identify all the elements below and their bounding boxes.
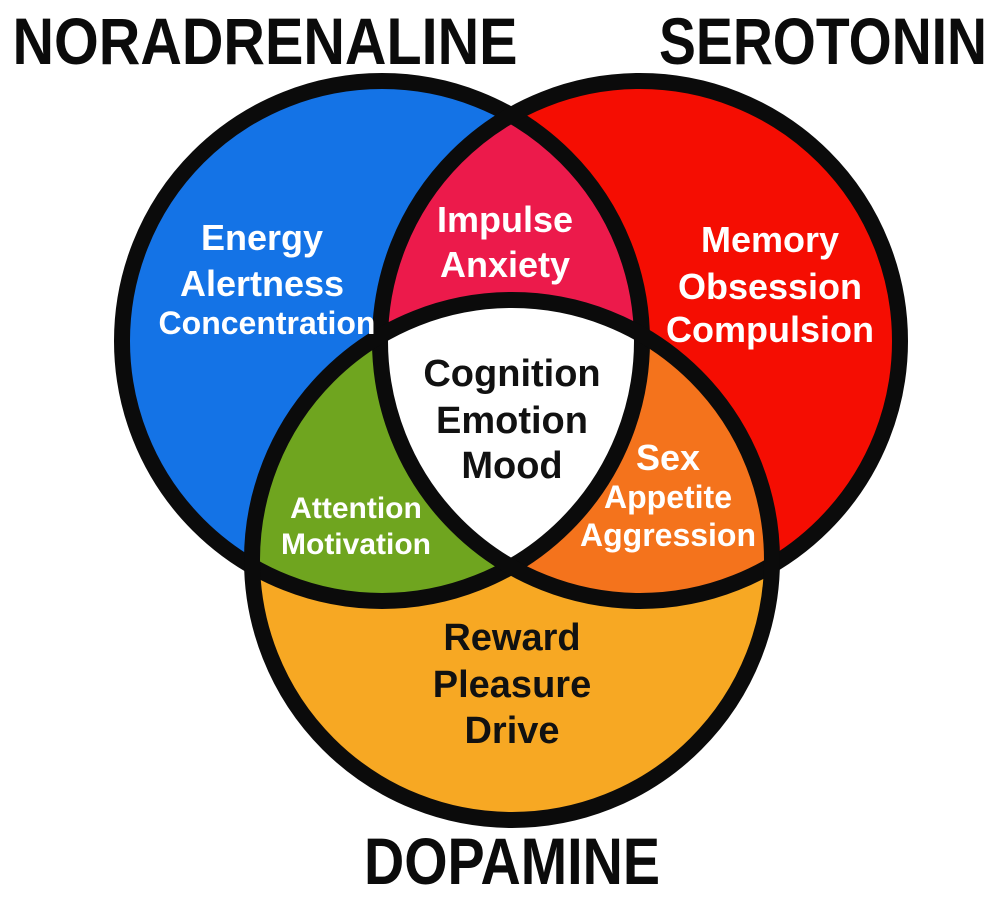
noradrenaline-label-line3: Concentration xyxy=(159,305,376,341)
serotonin-label-line1: Memory xyxy=(701,219,839,260)
dopamine-label-line2: Pleasure xyxy=(433,664,591,706)
noradrenaline-serotonin-label-line2: Anxiety xyxy=(440,244,570,285)
noradrenaline-dopamine-label-line1: Attention xyxy=(290,492,422,525)
noradrenaline-title: NORADRENALINE xyxy=(13,4,518,78)
center-label-line1: Cognition xyxy=(423,353,600,395)
serotonin-label-line2: Obsession xyxy=(678,266,862,307)
center-label-line3: Mood xyxy=(461,445,562,487)
dopamine-title: DOPAMINE xyxy=(364,824,660,898)
center-label-line2: Emotion xyxy=(436,400,588,442)
serotonin-dopamine-label-line2: Appetite xyxy=(604,479,732,515)
dopamine-label-line3: Drive xyxy=(464,710,559,752)
serotonin-label-line3: Compulsion xyxy=(666,309,874,350)
noradrenaline-label-line1: Energy xyxy=(201,217,323,258)
serotonin-dopamine-label-line3: Aggression xyxy=(580,517,756,553)
serotonin-title: SEROTONIN xyxy=(659,4,987,78)
serotonin-dopamine-label-line1: Sex xyxy=(636,437,700,478)
noradrenaline-label-line2: Alertness xyxy=(180,263,344,304)
noradrenaline-dopamine-label-line2: Motivation xyxy=(281,528,431,561)
dopamine-circle-outline xyxy=(244,292,780,828)
dopamine-label-line1: Reward xyxy=(443,617,580,659)
noradrenaline-serotonin-label-line1: Impulse xyxy=(437,199,573,240)
